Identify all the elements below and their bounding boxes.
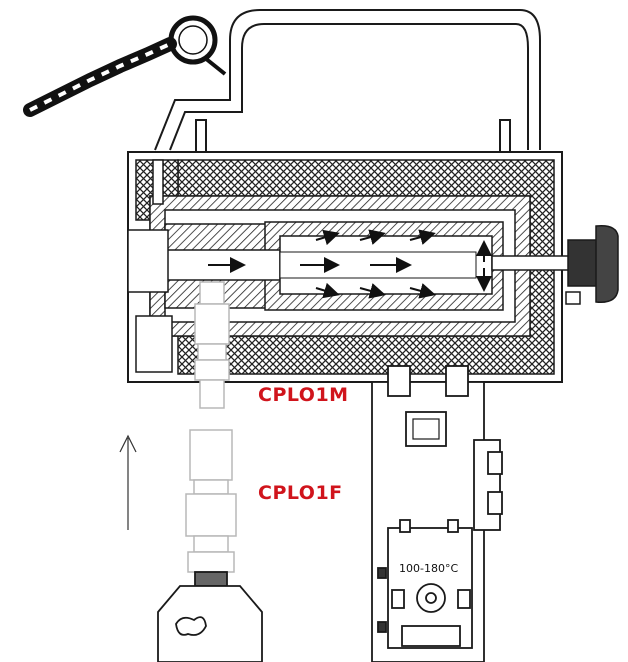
male-coupling-label: CPLO1M — [258, 384, 349, 406]
thermostat-unit — [371, 365, 503, 662]
chain — [23, 37, 177, 117]
pull-ring — [168, 15, 227, 76]
female-coupling-cplo1f — [185, 429, 237, 573]
canister — [157, 571, 263, 662]
insert-direction-arrow — [119, 434, 137, 530]
male-coupling-cplo1m — [194, 281, 230, 409]
adjustment-knob — [491, 224, 619, 305]
flow-arrows — [208, 229, 492, 299]
temperature-range-label: 100-180°C — [399, 562, 458, 575]
female-coupling-label: CPLO1F — [258, 482, 343, 504]
